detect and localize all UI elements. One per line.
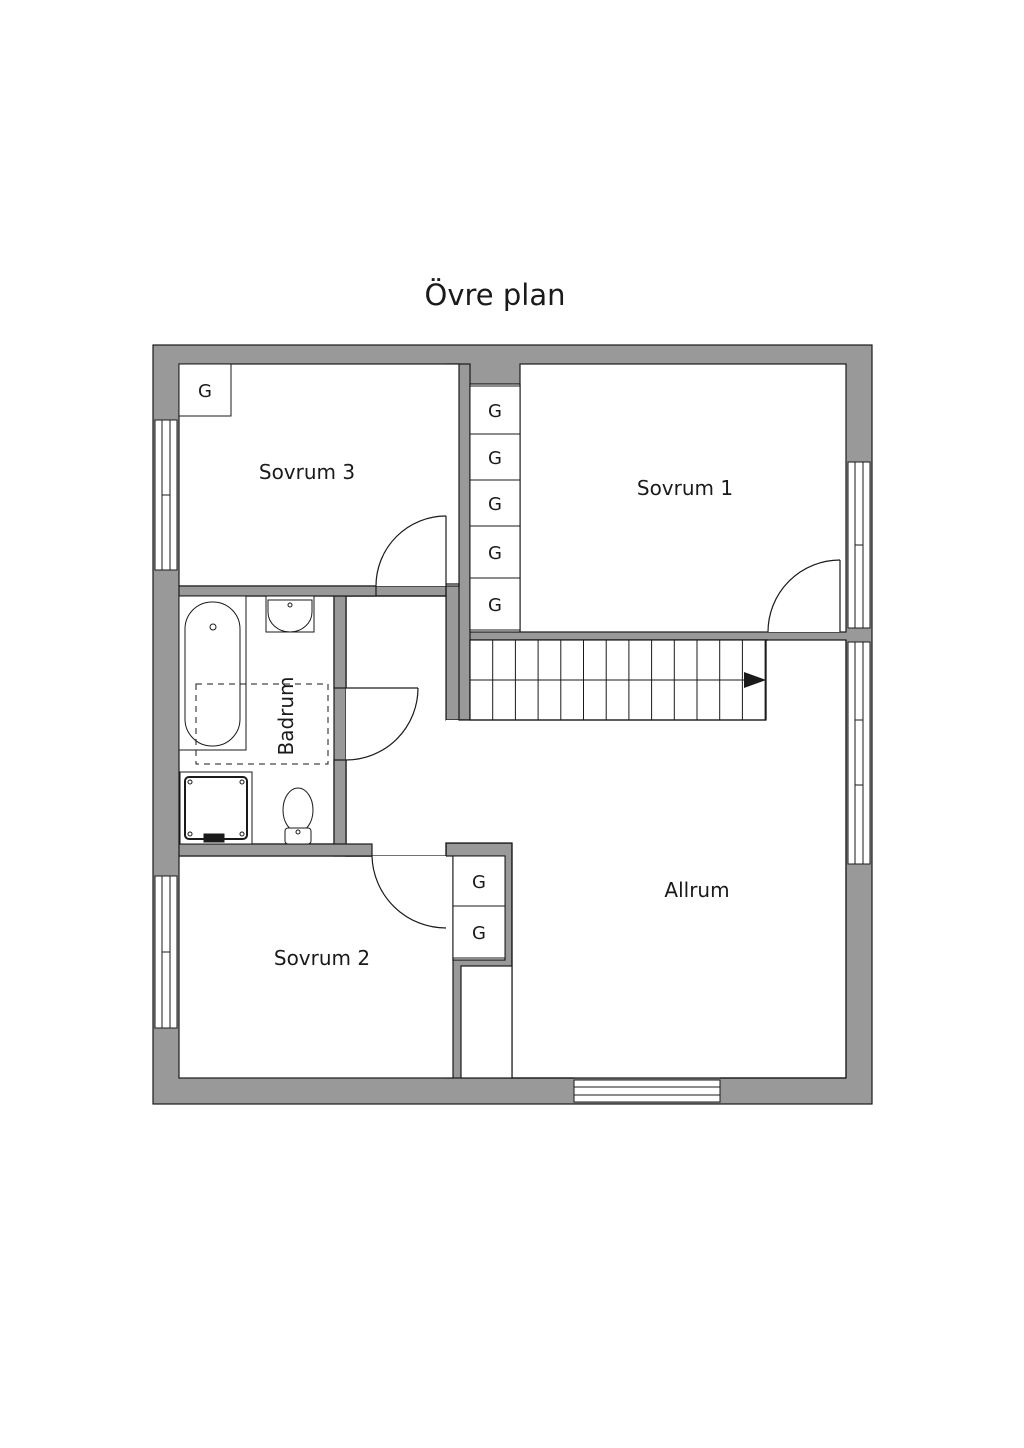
plan-title: Övre plan (425, 278, 566, 312)
window-allrum-east (847, 641, 871, 865)
windows (154, 419, 871, 1103)
bath-wall (178, 585, 377, 857)
closet-label: G (472, 923, 486, 944)
storage-small (460, 965, 513, 1079)
closet-box (469, 479, 521, 527)
closet-g: G (469, 525, 521, 579)
window-allrum-south (573, 1079, 721, 1103)
label-sovrum-1: Sovrum 1 (637, 476, 733, 500)
sink (265, 595, 315, 633)
label-badrum: Badrum (274, 676, 298, 755)
window-sovrum-2 (154, 875, 178, 1029)
bathroom-fixtures (178, 595, 329, 845)
door-sovrum-1 (767, 559, 841, 633)
staircase (469, 639, 767, 721)
closet-box (452, 855, 506, 907)
label-allrum: Allrum (664, 878, 729, 902)
closet-g: G (469, 577, 521, 631)
door-badrum (345, 687, 419, 761)
closet-box (469, 525, 521, 579)
bathtub (178, 595, 247, 751)
closet-box (469, 577, 521, 631)
floor-drain-area (195, 683, 329, 765)
closet-g: G (178, 363, 232, 417)
closet-label: G (488, 401, 502, 422)
doors (345, 515, 841, 929)
label-sovrum-2: Sovrum 2 (274, 946, 370, 970)
closet-label: G (198, 381, 212, 402)
closet-g: G (452, 855, 506, 907)
closet-g: G (469, 385, 521, 435)
window-sovrum-3 (154, 419, 178, 571)
closet-label: G (472, 872, 486, 893)
closet-g: G (469, 479, 521, 527)
closet-g: G (469, 433, 521, 481)
closets: G G G G G G G G (178, 363, 521, 959)
toilet (282, 787, 314, 845)
door-sovrum-3 (375, 515, 447, 587)
closet-label: G (488, 448, 502, 469)
label-sovrum-3: Sovrum 3 (259, 460, 355, 484)
closet-label: G (488, 543, 502, 564)
closet-box (469, 385, 521, 435)
stair-arrow (744, 672, 766, 688)
closet-box (178, 363, 232, 417)
closet-box (469, 433, 521, 481)
closet-box (452, 905, 506, 959)
room-labels: Sovrum 3 Sovrum 1 Sovrum 2 Allrum Badrum (259, 460, 733, 970)
closet-g: G (452, 905, 506, 959)
closet-label: G (488, 595, 502, 616)
closet-label: G (488, 494, 502, 515)
window-sovrum-1 (847, 461, 871, 629)
shower (179, 771, 253, 845)
door-sovrum-2 (371, 855, 447, 929)
